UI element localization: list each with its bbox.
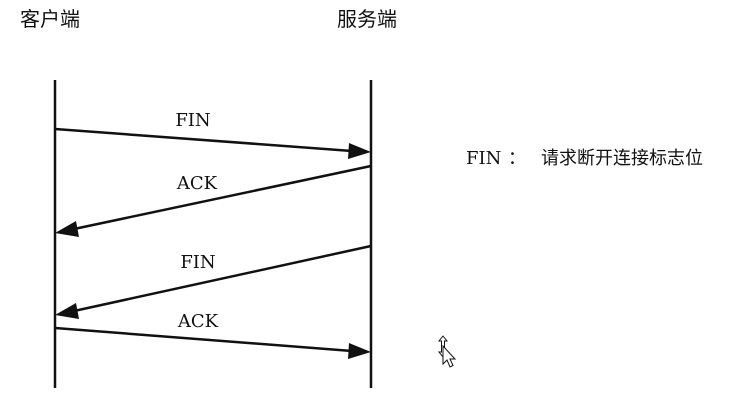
resize-vertical-cursor-icon	[437, 335, 457, 368]
message-arrow-line	[54, 127, 353, 153]
message-label: FIN	[180, 252, 215, 273]
message-arrow-line	[73, 164, 372, 231]
message-fin-client-to-server: FIN	[54, 110, 371, 159]
legend-description: 请求断开连接标志位	[541, 148, 703, 169]
message-ack-client-to-server: ACK	[54, 311, 371, 359]
message-arrow-line	[54, 326, 353, 353]
legend-term: FIN	[466, 148, 501, 169]
client-label: 客户端	[20, 7, 80, 31]
message-ack-server-to-client: ACK	[55, 164, 372, 237]
arrowhead-right-icon	[348, 343, 371, 359]
arrowhead-right-icon	[348, 143, 371, 159]
message-fin-server-to-client: FIN	[55, 244, 372, 319]
message-label: FIN	[175, 110, 210, 131]
message-label: ACK	[176, 173, 218, 194]
arrowhead-left-icon	[55, 221, 79, 237]
message-arrow-line	[73, 244, 372, 313]
message-label: ACK	[177, 311, 219, 332]
server-label: 服务端	[337, 7, 397, 31]
legend-separator: ：	[508, 148, 526, 169]
legend: FIN ： 请求断开连接标志位	[466, 148, 703, 169]
arrowhead-left-icon	[55, 303, 79, 319]
